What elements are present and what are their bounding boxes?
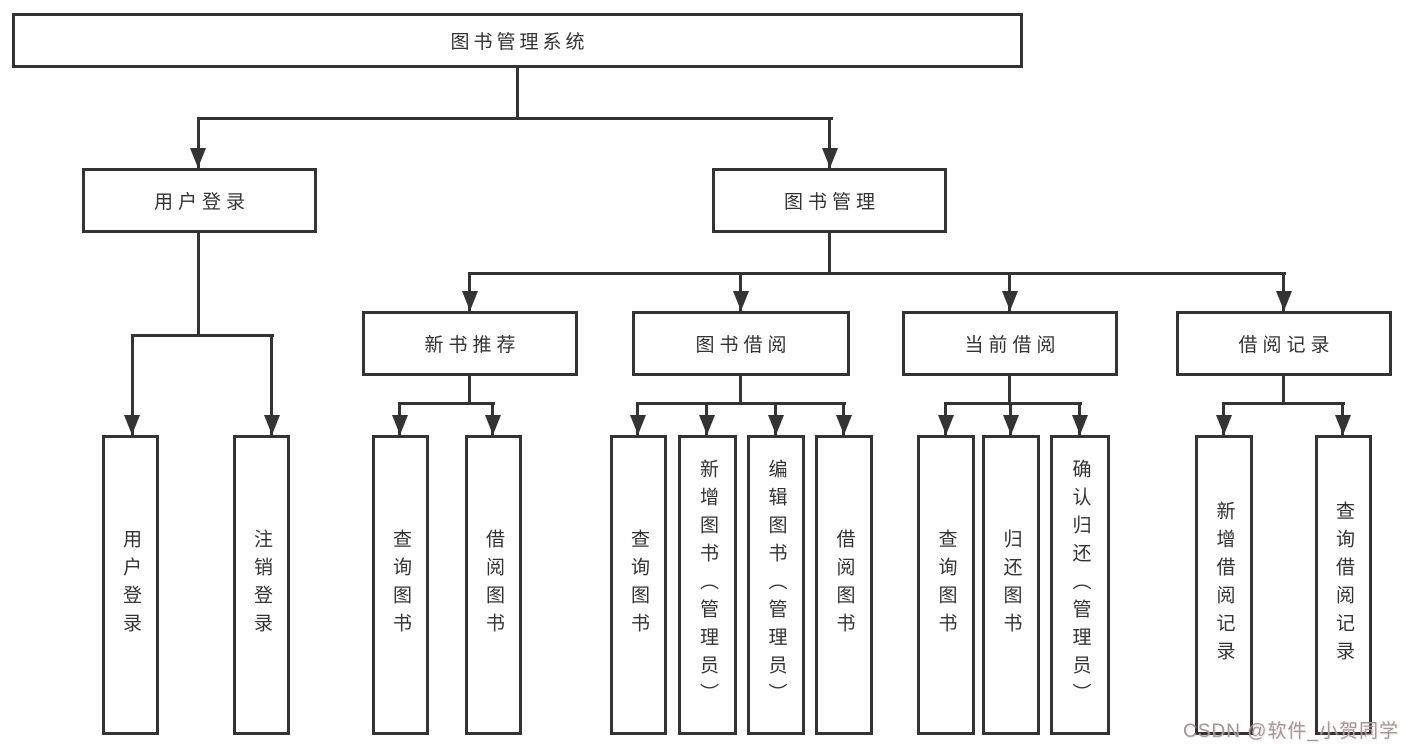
arrowhead-rec-borrow (485, 415, 501, 435)
arrowhead-bor-edit (768, 415, 784, 435)
leaf-borrow-query-books: 查询图书 (610, 435, 667, 735)
connector-new-rec-down (468, 376, 471, 404)
arrowhead-bor-query (630, 415, 646, 435)
arrowhead-rec-query (392, 415, 408, 435)
connector-root-stem (516, 67, 519, 119)
leaf-records-query-record: 查询借阅记录 (1315, 435, 1372, 735)
connector-user-login-rail (131, 334, 274, 337)
leaf-borrow-add-books-admin: 新增图书（管理员） (678, 435, 737, 735)
connector-current-down (1008, 376, 1011, 404)
leaf-current-return-books: 归还图书 (982, 435, 1040, 735)
leaf-records-add-record: 新增借阅记录 (1195, 435, 1253, 735)
connector-records-down (1282, 376, 1285, 404)
connector-book-borrow-down (739, 376, 742, 404)
arrowhead-leaf-login (124, 415, 140, 435)
connector-level2-rail (197, 117, 833, 120)
arrowhead-rec2-query (1335, 415, 1351, 435)
arrowhead-rec2-add (1216, 415, 1232, 435)
arrowhead-book-mgmt (822, 148, 838, 168)
arrowhead-bor-borrow (836, 415, 852, 435)
arrowhead-bor-add (699, 415, 715, 435)
node-user-login: 用户登录 (82, 168, 317, 233)
leaf-borrow-edit-books-admin: 编辑图书（管理员） (747, 435, 805, 735)
node-book-borrow: 图书借阅 (632, 311, 850, 376)
connector-records-rail (1222, 402, 1345, 405)
connector-book-mgmt-down (828, 233, 831, 275)
leaf-recommend-borrow-books: 借阅图书 (465, 435, 522, 735)
arrowhead-user-login (190, 148, 206, 168)
arrowhead-cur-confirm (1072, 415, 1088, 435)
node-book-management: 图书管理 (712, 168, 947, 233)
connector-new-rec-rail (398, 402, 495, 405)
leaf-current-confirm-return-admin: 确认归还（管理员） (1050, 435, 1110, 735)
connector-book-borrow-rail (636, 402, 846, 405)
leaf-borrow-borrow-books: 借阅图书 (815, 435, 873, 735)
connector-user-login-stem (197, 117, 200, 168)
arrowhead-current-borrow (1002, 291, 1018, 311)
connector-book-mgmt-stem (828, 117, 831, 168)
arrowhead-new-rec (462, 291, 478, 311)
watermark-text: CSDN @软件_小贺同学 (1183, 721, 1399, 742)
leaf-current-query-books: 查询图书 (917, 435, 975, 735)
node-root-library-system: 图书管理系统 (12, 13, 1023, 68)
arrowhead-leaf-logout (264, 415, 280, 435)
connector-user-login-down (197, 233, 200, 337)
node-borrow-records: 借阅记录 (1176, 311, 1392, 376)
connector-leaf-logout-stem (270, 334, 273, 435)
arrowhead-cur-query (938, 415, 954, 435)
node-current-borrow: 当前借阅 (902, 311, 1118, 376)
leaf-recommend-query-books: 查询图书 (372, 435, 429, 735)
connector-leaf-login-stem (131, 334, 134, 435)
connector-current-rail (944, 402, 1082, 405)
arrowhead-book-borrow (733, 291, 749, 311)
arrowhead-cur-return (1003, 415, 1019, 435)
node-new-book-recommend: 新书推荐 (362, 311, 578, 376)
arrowhead-borrow-records (1276, 291, 1292, 311)
leaf-user-login: 用户登录 (102, 435, 159, 735)
connector-level3-rail (468, 272, 1286, 275)
leaf-logout: 注销登录 (233, 435, 290, 735)
